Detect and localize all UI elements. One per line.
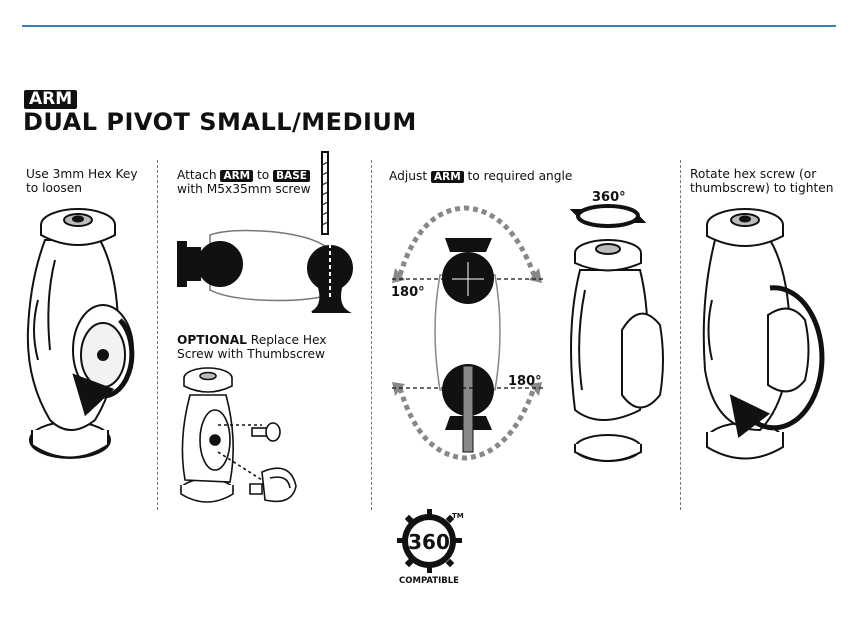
badge-number: 360	[408, 530, 450, 554]
badge-trademark: TM	[452, 512, 464, 520]
step4-tighten-illustration	[702, 208, 825, 460]
rotate-360-label: 360°	[592, 190, 626, 205]
step1-line1: Use 3mm Hex Key	[26, 167, 138, 181]
step4-line2: thumbscrew) to tighten	[690, 181, 834, 195]
360-compatible-badge: 360 TM COMPATIBLE	[397, 509, 464, 586]
step2-text-a: Attach	[177, 168, 221, 182]
step4-instruction: Rotate hex screw (or thumbscrew) to tigh…	[690, 167, 833, 195]
step1-instruction: Use 3mm Hex Key to loosen	[26, 167, 138, 195]
angle-label-right: 180°	[508, 374, 542, 389]
step2-text-b: to	[253, 168, 274, 182]
optional-arm-illustration	[180, 367, 297, 503]
step3-text-a: Adjust	[389, 169, 431, 183]
angle-label-left: 180°	[391, 285, 425, 300]
step2-attach-illustration	[177, 151, 353, 313]
page-title: DUAL PIVOT SMALL/MEDIUM	[23, 108, 417, 136]
step1-arm-illustration	[26, 208, 135, 459]
rotate-360-illustration: 360°	[569, 190, 664, 462]
step3-instruction: Adjust ARM to required angle	[389, 169, 572, 183]
arm-tag: ARM	[220, 170, 254, 182]
optional-line2: Screw with Thumbscrew	[177, 347, 326, 361]
header-rule	[22, 25, 836, 27]
optional-text: Replace Hex	[246, 333, 327, 347]
separator-1	[157, 160, 158, 510]
separator-2	[371, 160, 372, 510]
category-tag: ARM	[24, 90, 78, 109]
base-tag: BASE	[273, 170, 310, 182]
arm-tag-2: ARM	[430, 171, 464, 183]
step4-line1: Rotate hex screw (or	[690, 167, 817, 181]
optional-instruction: OPTIONAL Replace Hex Screw with Thumbscr…	[177, 333, 327, 361]
step2-line2: with M5x35mm screw	[177, 182, 311, 196]
separator-3	[680, 160, 681, 510]
step3-text-b: to required angle	[463, 169, 573, 183]
step1-line2: to loosen	[26, 181, 82, 195]
step2-instruction: Attach ARM to BASE with M5x35mm screw	[177, 168, 311, 196]
step3-angle-illustration: 180° 180°	[391, 205, 543, 461]
badge-caption: COMPATIBLE	[399, 576, 459, 586]
optional-label: OPTIONAL	[177, 333, 247, 347]
